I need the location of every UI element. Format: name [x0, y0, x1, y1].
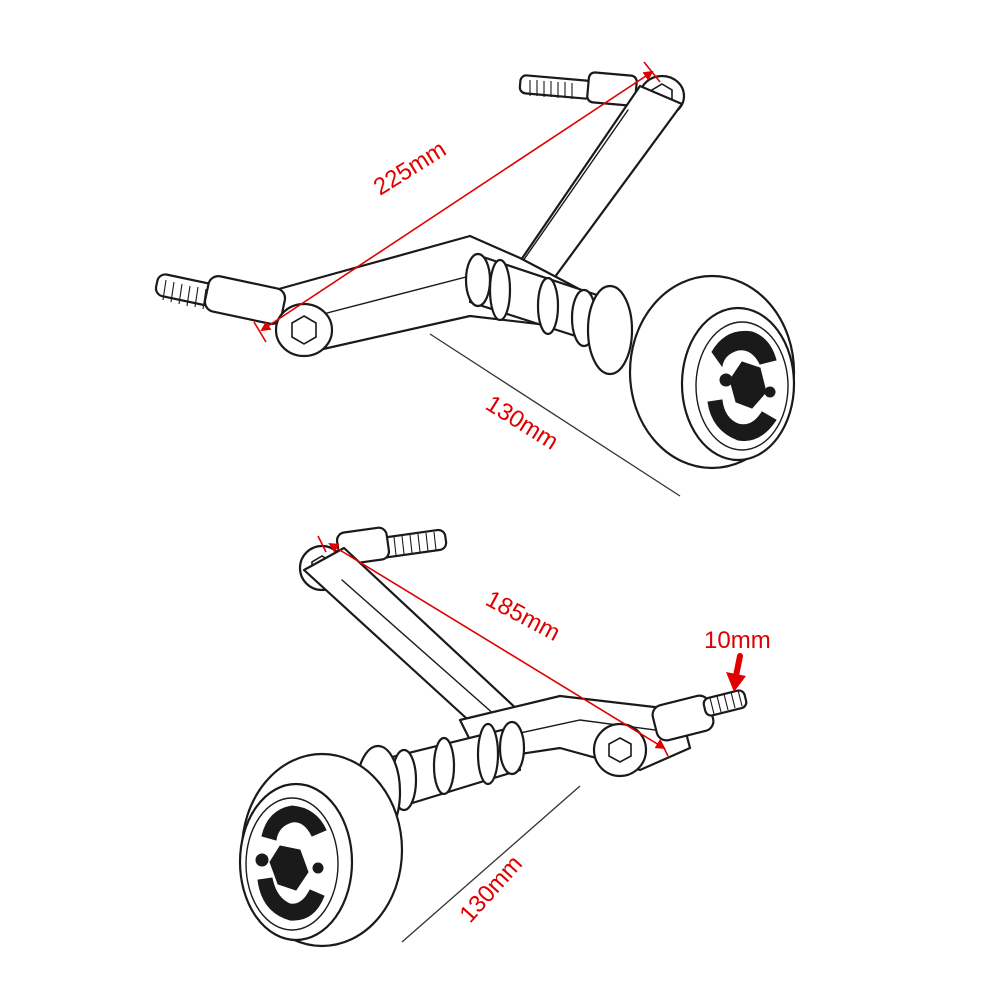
- dimension-10mm-pointer: [726, 653, 746, 692]
- top-lower-bolt: [154, 273, 287, 325]
- arrow-down-icon: [726, 672, 746, 692]
- top-upper-bolt: [518, 71, 638, 107]
- label-185mm: 185mm: [481, 585, 564, 646]
- label-130mm-bottom: 130mm: [454, 850, 528, 928]
- top-lower-mount: [274, 302, 334, 358]
- label-10mm: 10mm: [704, 627, 771, 654]
- dimension-225: [253, 61, 661, 343]
- top-frame-slider: [154, 71, 796, 470]
- dimension-130-bottom: [401, 785, 581, 943]
- top-slider-puck: [628, 274, 796, 470]
- dimension-130-top: [429, 333, 681, 497]
- label-130mm-top: 130mm: [481, 390, 563, 455]
- label-225mm: 225mm: [369, 136, 451, 201]
- bottom-right-bolt: [651, 689, 748, 742]
- bottom-slider-puck: [238, 752, 404, 948]
- dimension-185: [317, 535, 669, 757]
